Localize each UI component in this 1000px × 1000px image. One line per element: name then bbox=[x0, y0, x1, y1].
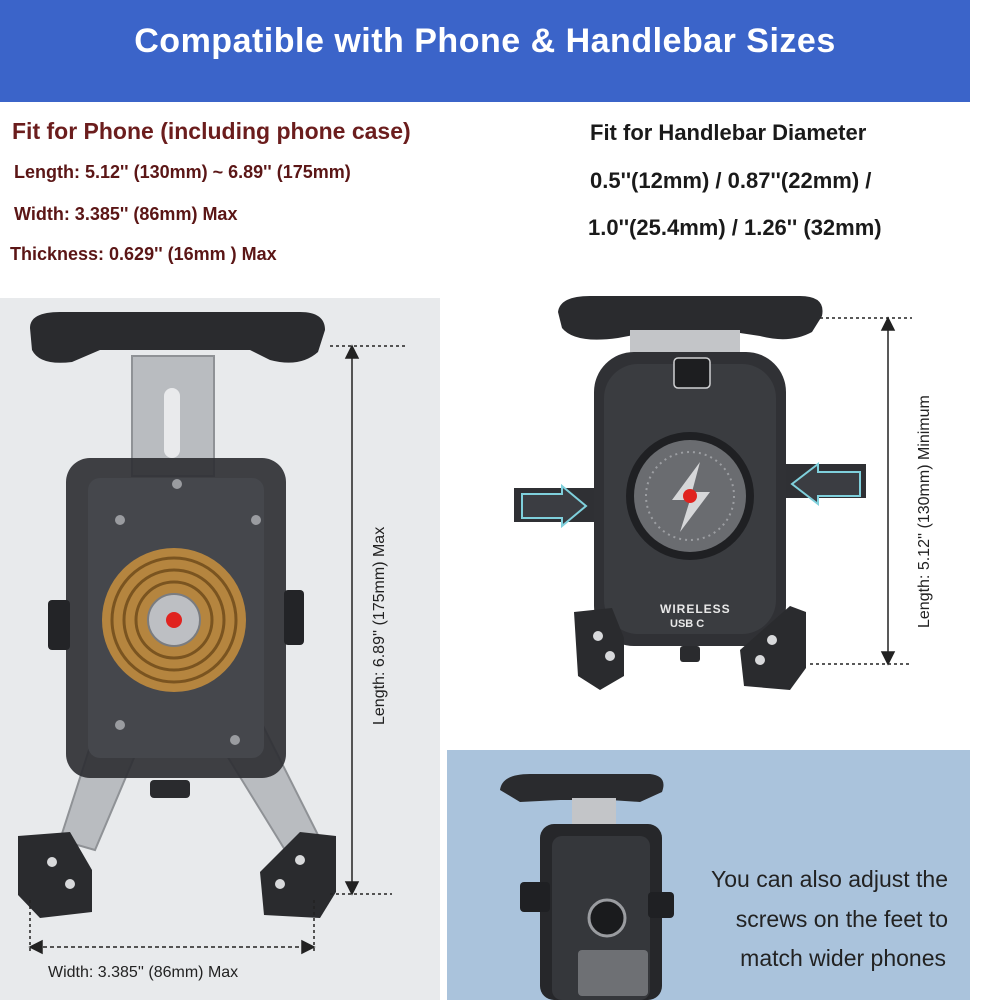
phone-thickness-spec: Thickness: 0.629'' (16mm ) Max bbox=[10, 244, 277, 264]
left-length-dimension bbox=[330, 344, 408, 896]
header-banner: Compatible with Phone & Handlebar Sizes bbox=[0, 0, 970, 102]
open-mount-illustration bbox=[18, 312, 336, 918]
handlebar-diameter-line-1: 0.5''(12mm) / 0.87''(22mm) / bbox=[590, 168, 872, 193]
left-width-dimension bbox=[28, 900, 316, 955]
note-line-3: match wider phones bbox=[740, 945, 946, 971]
note-line-2: screws on the feet to bbox=[735, 906, 948, 932]
front-mount-illustration bbox=[514, 296, 866, 690]
note-line-1: You can also adjust the bbox=[711, 866, 948, 892]
left-length-label: Length: 6.89'' (175mm) Max bbox=[371, 526, 388, 725]
product-usbc-text: USB C bbox=[670, 618, 705, 630]
handlebar-diameter-line-2: 1.0''(25.4mm) / 1.26'' (32mm) bbox=[588, 215, 882, 240]
phone-width-spec: Width: 3.385'' (86mm) Max bbox=[14, 204, 238, 224]
phone-fit-heading: Fit for Phone (including phone case) bbox=[12, 118, 411, 144]
right-length-label: Length: 5.12'' (130mm) Minimum bbox=[916, 395, 933, 628]
left-width-label: Width: 3.385'' (86mm) Max bbox=[48, 964, 239, 981]
banner-title: Compatible with Phone & Handlebar Sizes bbox=[134, 22, 836, 60]
handlebar-fit-heading: Fit for Handlebar Diameter bbox=[590, 120, 867, 145]
side-mount-illustration bbox=[500, 774, 674, 1000]
right-length-dimension bbox=[810, 316, 912, 666]
phone-length-spec: Length: 5.12'' (130mm) ~ 6.89'' (175mm) bbox=[14, 162, 351, 182]
product-wireless-text: WIRELESS bbox=[660, 602, 731, 616]
